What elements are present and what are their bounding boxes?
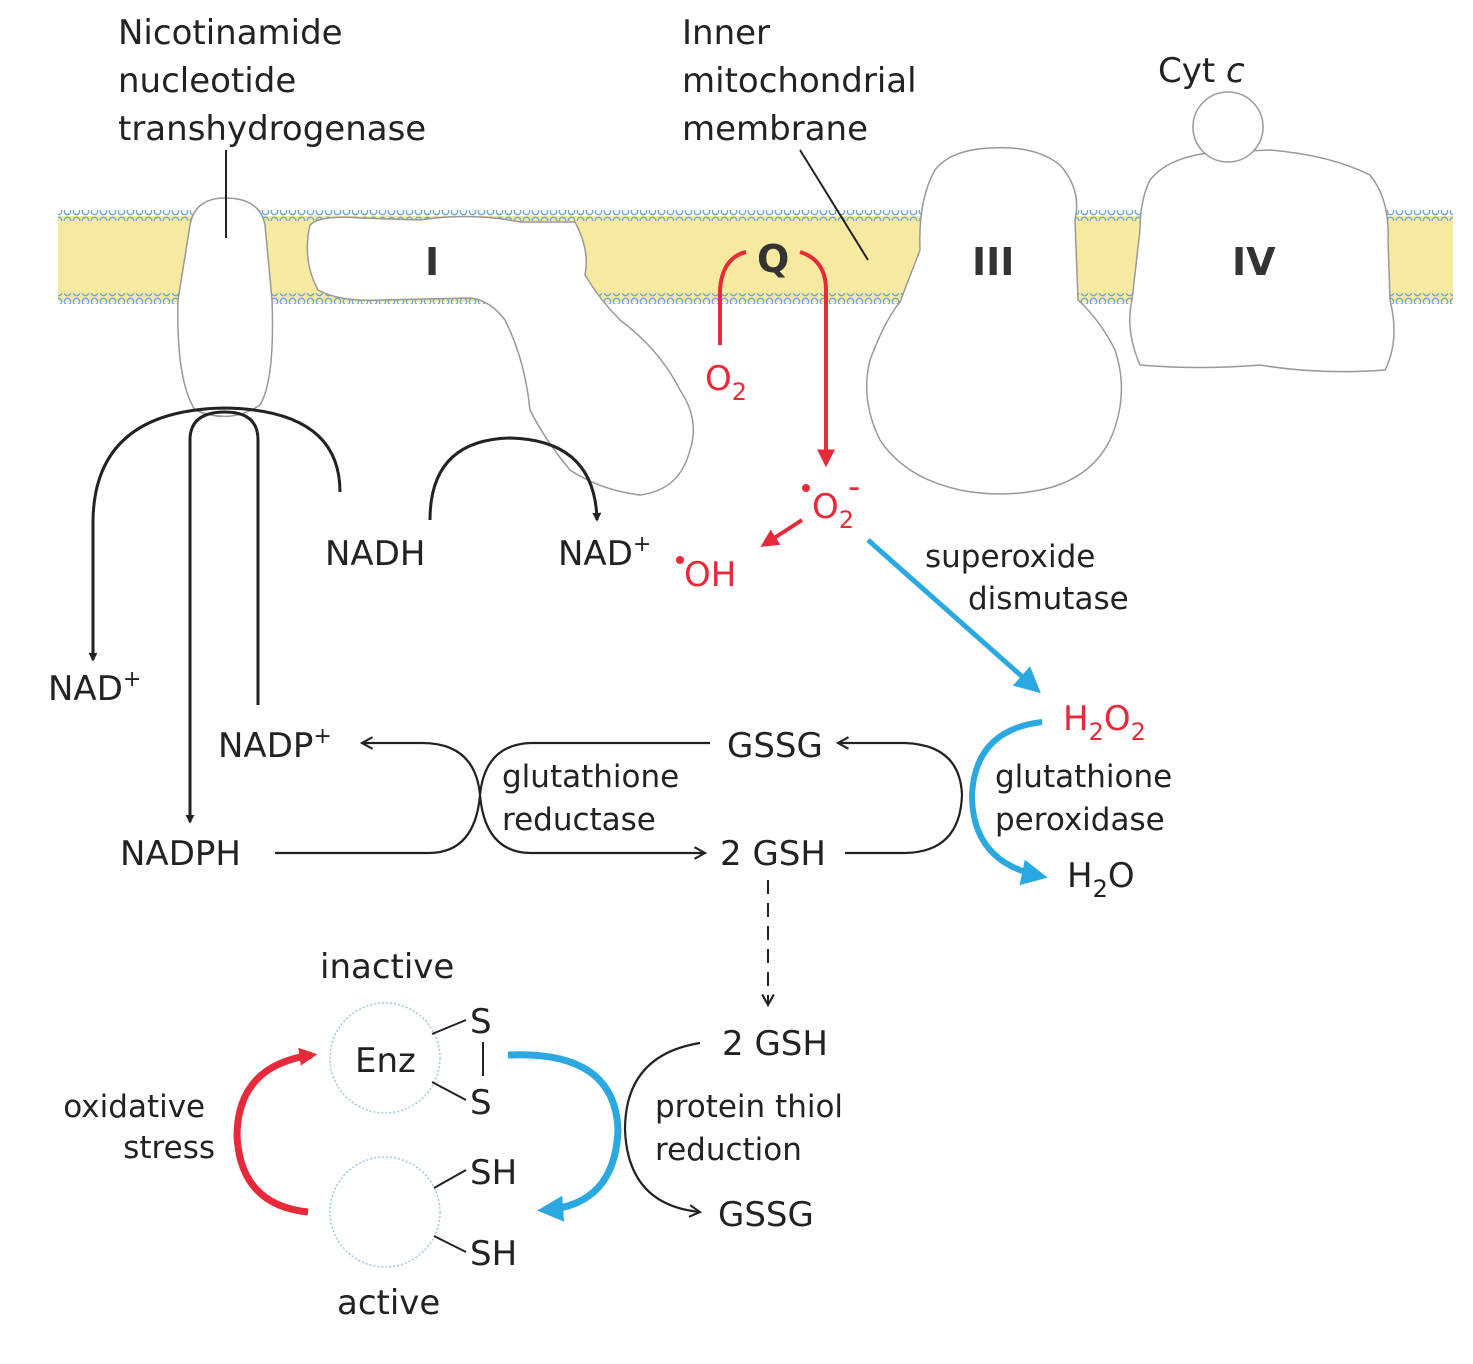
nadph-label: NADPH: [120, 834, 241, 874]
o2-to-q-arrow: [718, 250, 747, 345]
complex-IV-protein: [1129, 149, 1395, 373]
active-enzyme: [329, 1156, 441, 1268]
disulfide-bond-top: [431, 1019, 467, 1035]
hydroxyl-label: OH: [684, 555, 736, 595]
nad-plus-label: NAD+: [48, 667, 141, 709]
superoxide-radical-dot: [802, 484, 810, 492]
oxidative-stress-label: oxidative stress: [63, 1089, 215, 1166]
dismutase-arrow: [866, 538, 1041, 694]
sulfur-bottom-label: S: [470, 1083, 492, 1123]
superoxide-to-oh-arrow: [760, 518, 804, 547]
hydrogen-peroxide-label: H2O2: [1063, 699, 1146, 746]
superoxide-label: O2: [812, 487, 854, 534]
thiol-bond-bottom: [433, 1235, 467, 1253]
membrane-pointer: [799, 149, 869, 261]
inactive-label: inactive: [320, 947, 454, 987]
transhydrogenase-protein: [177, 197, 274, 418]
nadh-to-nad-arc: [88, 406, 342, 662]
complex-IV-label: IV: [1232, 240, 1276, 284]
gsh-top-label: 2 GSH: [720, 834, 826, 874]
enz-label: Enz: [355, 1041, 416, 1081]
nadp-plus-label: NADP+: [218, 724, 332, 766]
transhydrogenase-label: Nicotinamide nucleotide transhydrogenase: [118, 13, 426, 149]
hydroxyl-radical-dot: [676, 556, 684, 564]
superoxide-dismutase-label: superoxide dismutase: [925, 539, 1129, 617]
glutathione-peroxidase-label: glutathione peroxidase: [995, 759, 1182, 838]
cytochrome-c: [1192, 91, 1264, 163]
peroxidase-arrow: [968, 719, 1048, 886]
gssg-top-label: GSSG: [727, 726, 823, 766]
membrane-label: Inner mitochondrial membrane: [682, 13, 927, 149]
water-label: H2O: [1067, 856, 1135, 903]
sulfur-top-label: S: [470, 1002, 492, 1042]
protein-thiol-reduction-label: protein thiol reduction: [655, 1089, 853, 1168]
active-label: active: [337, 1283, 440, 1323]
nadp-to-nadph-arc: [185, 410, 260, 824]
thiol-bond-top: [433, 1169, 467, 1189]
nad-plus-complex-label: NAD+: [558, 532, 651, 574]
complex-I-protein: [306, 215, 695, 496]
glutathione-reductase-label: glutathione reductase: [502, 759, 689, 838]
complex-III-label: III: [972, 240, 1014, 284]
inactive-enzyme: [329, 1002, 441, 1114]
gsh-to-gssg-peroxidase-line: [835, 736, 964, 855]
reduction-arrow: [507, 1051, 622, 1222]
thiol-reduction-arc: [623, 1041, 703, 1218]
ubiquinone-label: Q: [757, 237, 789, 281]
gsh-bottom-label: 2 GSH: [722, 1024, 828, 1064]
oxidation-arrow: [233, 1047, 318, 1216]
complex-I-label: I: [425, 240, 439, 284]
complex-I-nadh-arc: [428, 436, 602, 522]
superoxide-charge: -: [848, 467, 860, 507]
thiol-top-label: SH: [470, 1153, 517, 1193]
complex-III-protein: [865, 146, 1123, 495]
cytc-label: Cyt c: [1158, 51, 1245, 91]
q-to-superoxide-arrow: [799, 250, 835, 468]
nadh-label: NADH: [325, 534, 425, 574]
nadph-to-gsh-line: [275, 794, 708, 860]
oxygen-label: O2: [705, 359, 747, 406]
thiol-bottom-label: SH: [470, 1234, 517, 1274]
disulfide-bond-bottom: [431, 1081, 467, 1101]
gssg-bottom-label: GSSG: [718, 1195, 814, 1235]
